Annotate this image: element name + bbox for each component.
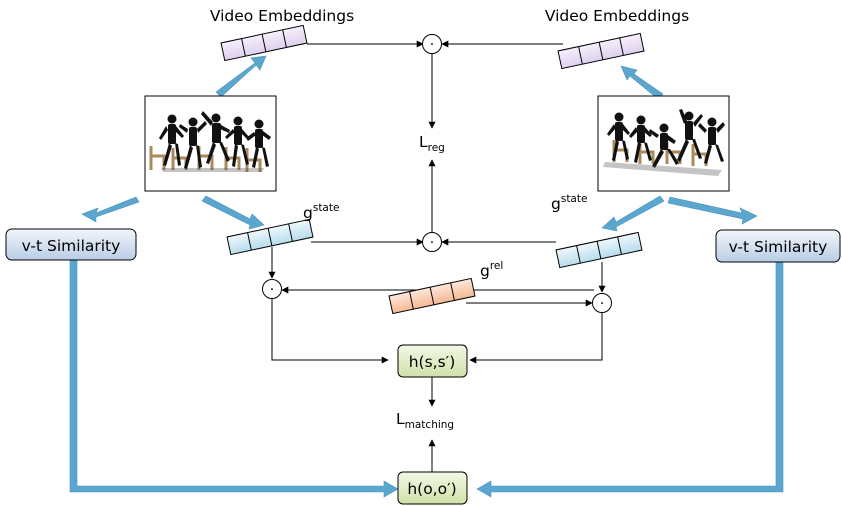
dot-product-middle-symbol: ·	[430, 235, 434, 251]
dot-product-right-symbol: ·	[600, 296, 604, 312]
h-state-label: h(s,s′)	[409, 353, 456, 371]
dot-product-middle: ·	[422, 232, 442, 252]
dot-product-right-circle	[592, 293, 612, 313]
g-state-left-vector	[226, 218, 314, 256]
vt-similarity-left-box: v-t Similarity	[5, 228, 137, 261]
l-reg-label: Lreg	[419, 133, 445, 154]
arrow-image-left-to-embedding	[215, 55, 267, 98]
dot-product-left: ·	[262, 279, 282, 299]
video-embeddings-left-label: Video Embeddings	[210, 7, 354, 25]
video-frame-right	[597, 95, 730, 192]
g-rel-label: grel	[480, 260, 503, 280]
dancers-silhouette-left	[149, 111, 271, 172]
dot-product-middle-circle	[422, 232, 442, 252]
dancers-silhouette-right	[603, 109, 725, 176]
vt-similarity-left-label: v-t Similarity	[22, 237, 121, 255]
l-matching-label: Lmatching	[396, 410, 454, 431]
dot-product-left-symbol: ·	[270, 282, 274, 298]
video-frame-left-border	[144, 95, 277, 192]
g-state-right-vector	[555, 231, 643, 269]
video-frame-left	[144, 95, 277, 192]
vt-similarity-right-box: v-t Similarity	[715, 229, 841, 263]
dot-product-top: ·	[422, 34, 442, 54]
g-rel-vector	[388, 277, 476, 315]
line-dot-left-to-hss	[271, 299, 389, 364]
h-object-label: h(o,o′)	[407, 480, 456, 498]
vt-similarity-right-label: v-t Similarity	[729, 238, 828, 256]
g-state-right-label: gstate	[551, 193, 587, 213]
line-dot-right-to-hss	[469, 313, 603, 364]
arrow-image-left-to-vt-left	[81, 196, 140, 223]
g-state-left-label: gstate	[303, 202, 339, 222]
arrow-image-left-to-gstate-left	[201, 195, 265, 230]
thin-connectors	[268, 40, 606, 472]
thick-arrows	[69, 55, 784, 498]
video-embedding-right	[557, 32, 645, 70]
arrow-image-right-to-vt-right	[667, 196, 758, 225]
h-state-box: h(s,s′)	[397, 344, 468, 378]
dot-product-top-circle	[422, 34, 442, 54]
dot-product-top-symbol: ·	[430, 37, 434, 53]
video-embedding-left	[220, 24, 308, 62]
arrow-vt-left-to-hoo	[69, 259, 399, 498]
arrow-image-right-to-embedding	[620, 65, 664, 100]
h-object-box: h(o,o′)	[397, 471, 468, 505]
arrow-image-right-to-gstate-right	[601, 195, 665, 232]
dot-product-right: ·	[592, 293, 612, 313]
arrow-vt-right-to-hoo	[476, 261, 784, 498]
dot-product-left-circle	[262, 279, 282, 299]
video-embeddings-right-label: Video Embeddings	[545, 7, 689, 25]
